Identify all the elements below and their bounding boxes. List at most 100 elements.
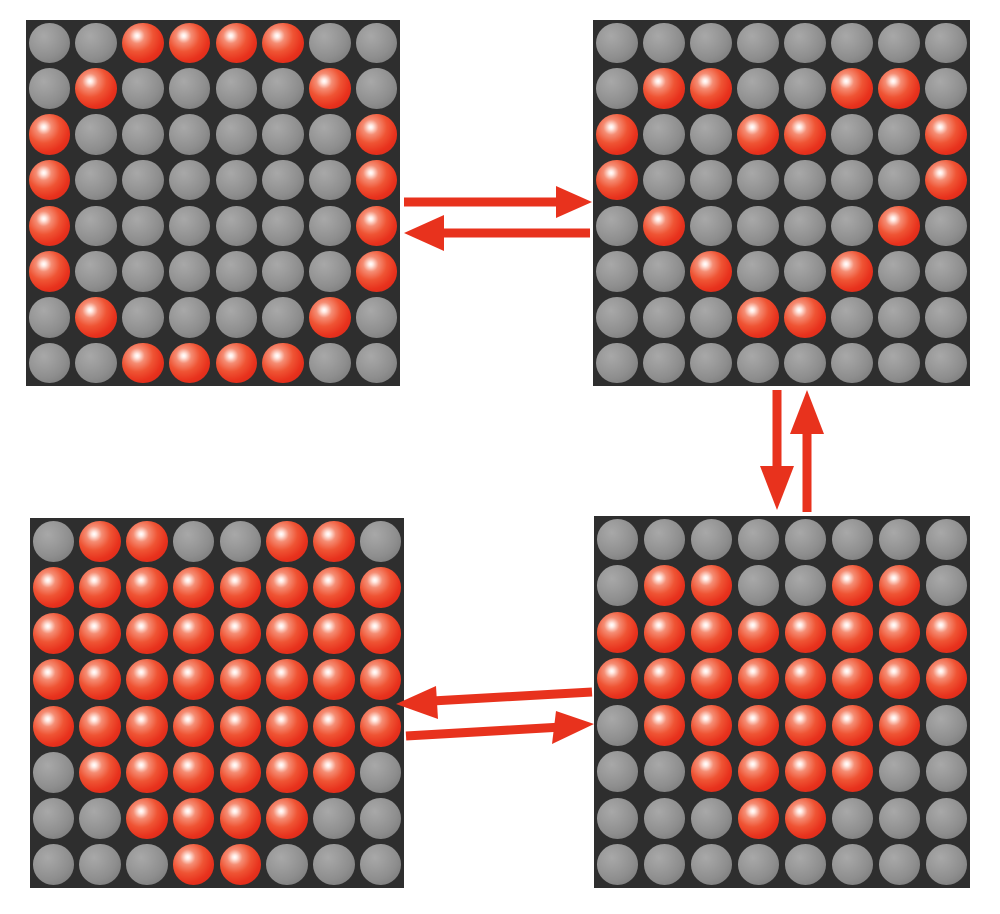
led-off xyxy=(213,203,260,249)
led-on xyxy=(829,656,876,703)
led-off xyxy=(923,702,970,749)
led-off xyxy=(120,112,167,158)
led-off xyxy=(26,340,73,386)
led-off xyxy=(120,203,167,249)
led-off xyxy=(120,295,167,341)
led-off xyxy=(923,516,970,563)
led-off xyxy=(923,203,970,249)
led-on xyxy=(923,112,970,158)
led-off xyxy=(876,112,923,158)
led-on xyxy=(170,564,217,610)
led-off xyxy=(73,112,120,158)
led-on xyxy=(593,157,640,203)
led-on xyxy=(264,749,311,795)
led-off xyxy=(594,563,641,610)
led-on xyxy=(735,609,782,656)
led-on xyxy=(688,609,735,656)
led-off xyxy=(593,20,640,66)
led-on xyxy=(593,112,640,158)
led-off xyxy=(593,295,640,341)
led-off xyxy=(782,203,829,249)
led-off xyxy=(829,516,876,563)
led-off xyxy=(120,66,167,112)
led-off xyxy=(166,203,213,249)
led-on xyxy=(311,564,358,610)
led-off xyxy=(923,842,970,889)
led-off xyxy=(782,157,829,203)
led-off xyxy=(641,842,688,889)
led-on xyxy=(594,656,641,703)
led-on xyxy=(829,66,876,112)
led-off xyxy=(782,340,829,386)
led-off xyxy=(124,842,171,888)
led-off xyxy=(829,203,876,249)
led-off xyxy=(213,295,260,341)
led-on xyxy=(260,20,307,66)
led-on xyxy=(264,518,311,564)
led-on xyxy=(124,564,171,610)
led-off xyxy=(260,66,307,112)
led-off xyxy=(353,20,400,66)
heart-filled-large-pattern xyxy=(30,518,404,888)
led-on xyxy=(782,795,829,842)
led-off xyxy=(829,112,876,158)
led-off xyxy=(829,20,876,66)
led-off xyxy=(353,295,400,341)
led-on xyxy=(876,656,923,703)
led-on xyxy=(30,611,77,657)
led-on xyxy=(26,157,73,203)
led-off xyxy=(73,203,120,249)
led-on xyxy=(217,796,264,842)
led-off xyxy=(260,249,307,295)
led-off xyxy=(687,203,734,249)
led-on xyxy=(782,295,829,341)
led-off xyxy=(30,749,77,795)
led-off xyxy=(594,842,641,889)
heart-outline-pattern xyxy=(593,20,970,386)
led-on xyxy=(77,749,124,795)
led-off xyxy=(640,20,687,66)
led-off xyxy=(829,295,876,341)
led-off xyxy=(641,516,688,563)
led-off xyxy=(782,563,829,610)
led-off xyxy=(307,203,354,249)
led-on xyxy=(923,157,970,203)
led-on xyxy=(357,657,404,703)
led-on xyxy=(687,249,734,295)
led-off xyxy=(734,157,781,203)
led-off xyxy=(357,518,404,564)
led-off xyxy=(166,295,213,341)
led-on xyxy=(30,657,77,703)
led-off xyxy=(734,20,781,66)
led-off xyxy=(876,795,923,842)
led-on xyxy=(688,563,735,610)
led-on xyxy=(26,249,73,295)
led-on xyxy=(641,702,688,749)
led-off xyxy=(307,157,354,203)
led-on xyxy=(170,749,217,795)
led-on xyxy=(734,112,781,158)
led-on xyxy=(876,563,923,610)
led-off xyxy=(876,20,923,66)
led-on xyxy=(688,749,735,796)
led-off xyxy=(640,340,687,386)
led-off xyxy=(923,20,970,66)
led-off xyxy=(73,20,120,66)
led-off xyxy=(26,66,73,112)
led-on xyxy=(217,611,264,657)
led-off xyxy=(73,249,120,295)
led-on xyxy=(124,796,171,842)
led-off xyxy=(166,66,213,112)
led-on xyxy=(311,657,358,703)
led-on xyxy=(735,795,782,842)
heart-filled-small-pattern xyxy=(594,516,970,888)
led-off xyxy=(687,295,734,341)
led-off xyxy=(640,112,687,158)
led-on xyxy=(311,749,358,795)
led-on xyxy=(687,66,734,112)
led-on xyxy=(357,611,404,657)
led-on xyxy=(641,656,688,703)
led-off xyxy=(923,340,970,386)
led-on xyxy=(170,703,217,749)
